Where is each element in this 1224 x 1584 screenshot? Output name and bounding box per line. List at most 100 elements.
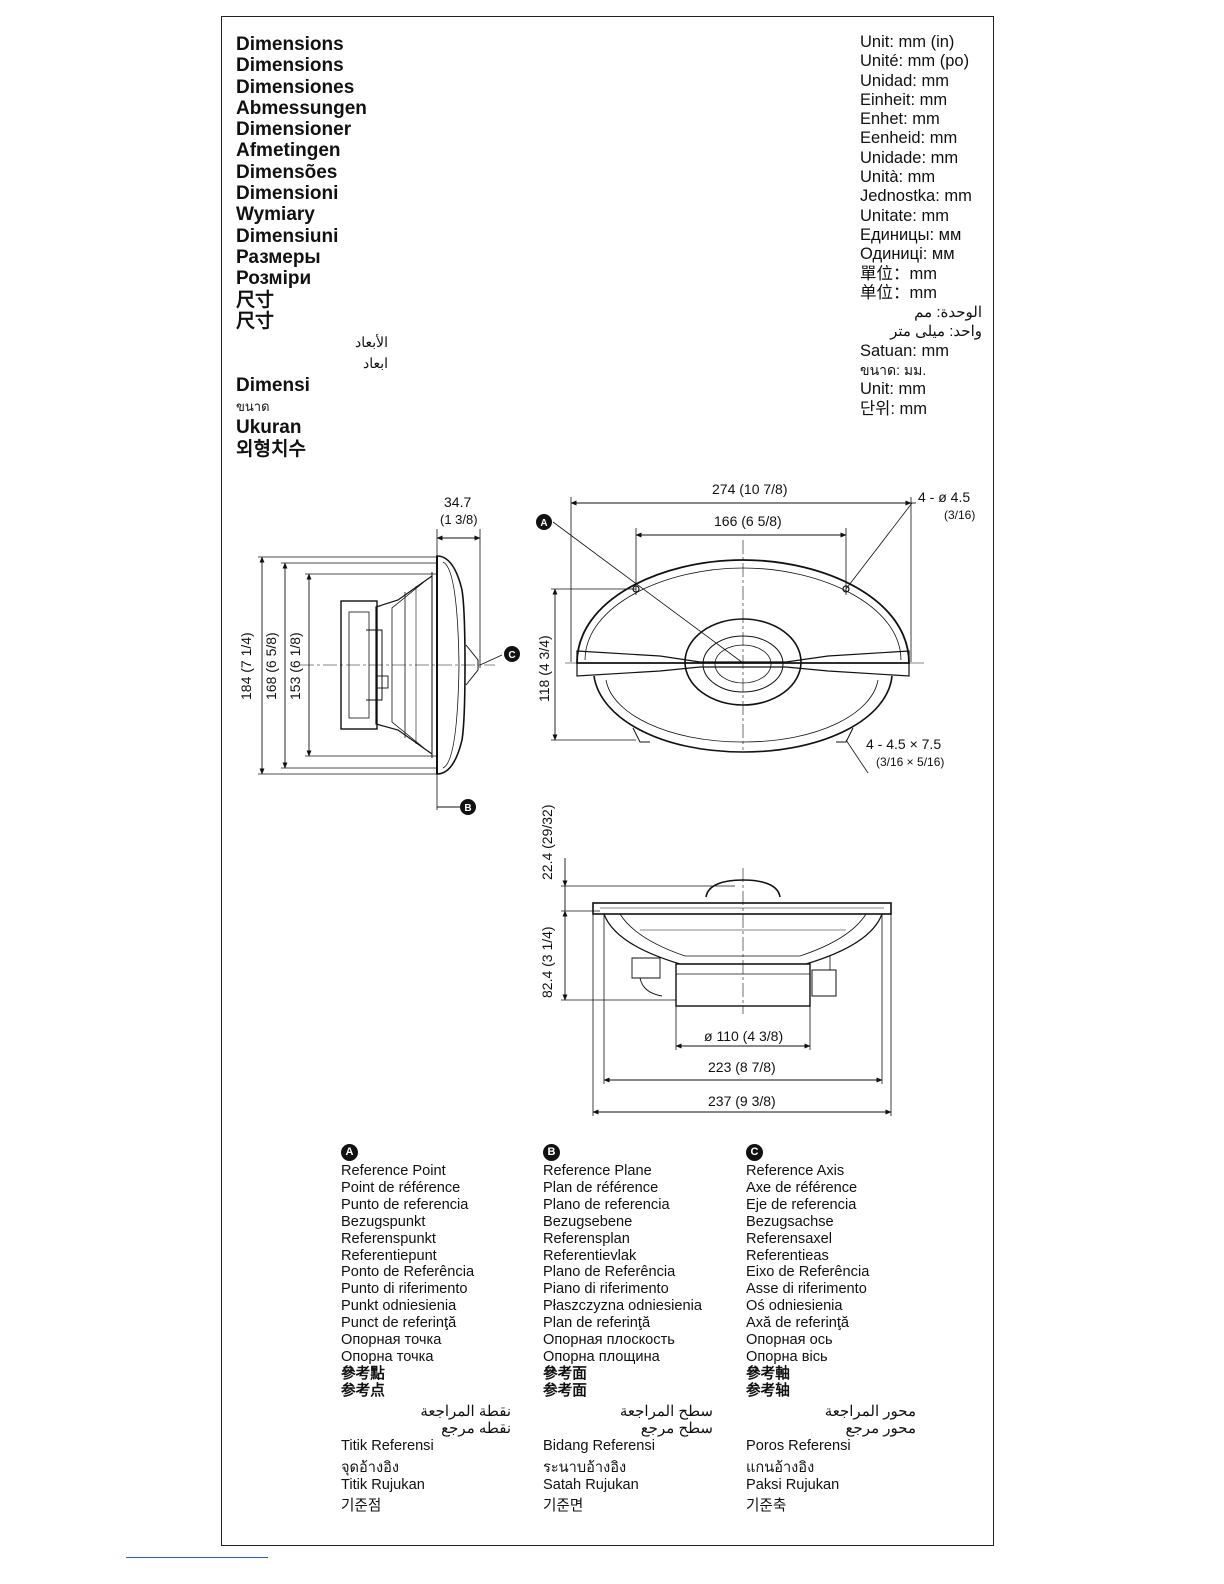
title-item: 尺寸: [236, 310, 275, 332]
legend-item: Point de référence: [341, 1179, 461, 1196]
dim-height-118: 118 (4 3/4): [536, 635, 552, 702]
legend-item: Опорная точка: [341, 1332, 442, 1349]
legend-item: Reference Point: [341, 1163, 446, 1179]
unit-item-arabic: الوحدة: مم: [914, 304, 982, 322]
legend-item: 參考面: [543, 1365, 587, 1382]
legend-item-persian: محور مرجع: [845, 1419, 916, 1437]
unit-item: 单位：mm: [860, 283, 937, 302]
legend-column-c: C Reference Axis Axe de référence Eje de…: [746, 1143, 916, 1515]
legend-item: Płaszczyzna odniesienia: [543, 1298, 702, 1315]
title-item: 尺寸: [236, 289, 275, 311]
legend-item: Titik Referensi: [341, 1437, 434, 1454]
legend-item: Punto di riferimento: [341, 1281, 468, 1298]
legend-item: Опорна точка: [341, 1348, 434, 1365]
legend-item: Poros Referensi: [746, 1437, 851, 1454]
legend-item: 參考軸: [746, 1365, 790, 1382]
legend-item: Punto de referencia: [341, 1196, 469, 1213]
unit-item: Unit: mm (in): [860, 33, 955, 51]
legend-item: Piano di riferimento: [543, 1281, 669, 1298]
legend-item: Paksi Rujukan: [746, 1477, 840, 1494]
legend-item: Referentievlak: [543, 1247, 637, 1264]
legend-item-korean: 기준축: [746, 1498, 787, 1515]
legend-item: Reference Plane: [543, 1163, 652, 1179]
legend-column-b: B Reference Plane Plan de référence Plan…: [543, 1143, 713, 1515]
legend-item: Bidang Referensi: [543, 1437, 655, 1454]
legend-item: Titik Rujukan: [341, 1477, 425, 1494]
title-item: Dimensiuni: [236, 225, 339, 247]
unit-item: 單位：mm: [860, 264, 937, 283]
dim-width-166: 166 (6 5/8): [714, 513, 782, 529]
dim-hole: 4 - ø 4.5: [918, 489, 970, 505]
legend-item-thai: จุดอ้างอิง: [341, 1460, 400, 1477]
legend-item: Bezugsachse: [746, 1213, 834, 1230]
legend-item: Axe de référence: [746, 1179, 858, 1196]
legend-item: Eje de referencia: [746, 1196, 857, 1213]
unit-item: Unità: mm: [860, 168, 936, 187]
legend-badge-b: B: [543, 1144, 560, 1161]
title-item: Dimensions: [236, 55, 344, 77]
dim-depth-82: 82.4 (3 1/4): [539, 926, 555, 998]
dim-depth-22: 22.4 (29/32): [539, 805, 555, 881]
title-list: Dimensions Dimensions Dimensiones Abmess…: [236, 34, 388, 460]
dim-height-153: 153 (6 1/8): [287, 632, 303, 700]
legend-item: Punct de referinţă: [341, 1315, 457, 1332]
legend-item: Опорна площина: [543, 1348, 660, 1365]
legend-item: Plan de referinţă: [543, 1315, 651, 1332]
legend-item: Referentieas: [746, 1247, 829, 1264]
title-item: Dimensions: [236, 34, 344, 55]
title-item: Abmessungen: [236, 97, 367, 119]
legend-column-a: A Reference Point Point de référence Pun…: [341, 1143, 511, 1515]
legend-item: Referensplan: [543, 1230, 630, 1247]
legend-item: Plan de référence: [543, 1179, 659, 1196]
legend-item: 参考轴: [746, 1382, 790, 1399]
svg-text:B: B: [464, 803, 471, 814]
dim-width-274: 274 (10 7/8): [712, 481, 788, 497]
legend-item-korean: 기준면: [543, 1498, 584, 1515]
unit-item: Satuan: mm: [860, 341, 949, 360]
unit-item: Единицы: мм: [860, 225, 962, 244]
title-item: Dimensioni: [236, 183, 339, 205]
unit-item: Unitate: mm: [860, 206, 949, 225]
dim-height-168: 168 (6 5/8): [263, 632, 279, 700]
legend-item: Ponto de Referência: [341, 1264, 475, 1281]
marker-c: C: [504, 646, 520, 662]
marker-a: A: [536, 514, 552, 530]
title-item: Dimensi: [236, 374, 310, 396]
title-item: Dimensioner: [236, 119, 352, 141]
legend-item: Satah Rujukan: [543, 1477, 639, 1494]
legend-item-persian: سطح مرجع: [640, 1419, 713, 1437]
legend-item-thai: ระนาบอ้างอิง: [543, 1460, 627, 1477]
title-item: Dimensiones: [236, 76, 355, 98]
dim-width-223: 223 (8 7/8): [708, 1059, 776, 1075]
unit-item: Unidade: mm: [860, 148, 959, 167]
dim-width-237: 237 (9 3/8): [708, 1093, 776, 1109]
unit-item: Unit: mm: [860, 380, 926, 399]
legend-item-thai: แกนอ้างอิง: [746, 1460, 815, 1477]
legend-item: Reference Axis: [746, 1163, 845, 1179]
bottom-underline: [126, 1557, 268, 1558]
legend-item: Опорна вісь: [746, 1348, 828, 1365]
legend-item: Referenspunkt: [341, 1230, 436, 1247]
legend-item: 参考面: [543, 1382, 587, 1399]
marker-b: B: [460, 799, 476, 815]
front-view: [551, 497, 925, 774]
unit-item: Unité: mm (po): [860, 52, 970, 71]
legend-item: Punkt odniesienia: [341, 1298, 457, 1315]
legend-item-arabic: سطح المراجعة: [619, 1402, 713, 1420]
unit-item: Jednostka: mm: [860, 187, 972, 206]
legend-item-persian: نقطه مرجع: [441, 1419, 511, 1437]
legend-item: Plano de referencia: [543, 1196, 670, 1213]
title-item: Wymiary: [236, 204, 315, 226]
legend-item: Referentiepunt: [341, 1247, 437, 1264]
side-view: [258, 529, 503, 810]
unit-item: Enhet: mm: [860, 110, 940, 129]
title-item: Dimensões: [236, 161, 338, 183]
dim-side-depth-in: (1 3/8): [440, 512, 478, 527]
legend-item: Bezugspunkt: [341, 1213, 426, 1230]
dim-hole-in: (3/16): [944, 508, 975, 522]
dim-slot: 4 - 4.5 × 7.5: [866, 736, 941, 752]
dim-side-depth: 34.7: [444, 494, 471, 510]
title-item: Afmetingen: [236, 140, 341, 162]
title-item-thai: ขนาด: [236, 399, 270, 415]
